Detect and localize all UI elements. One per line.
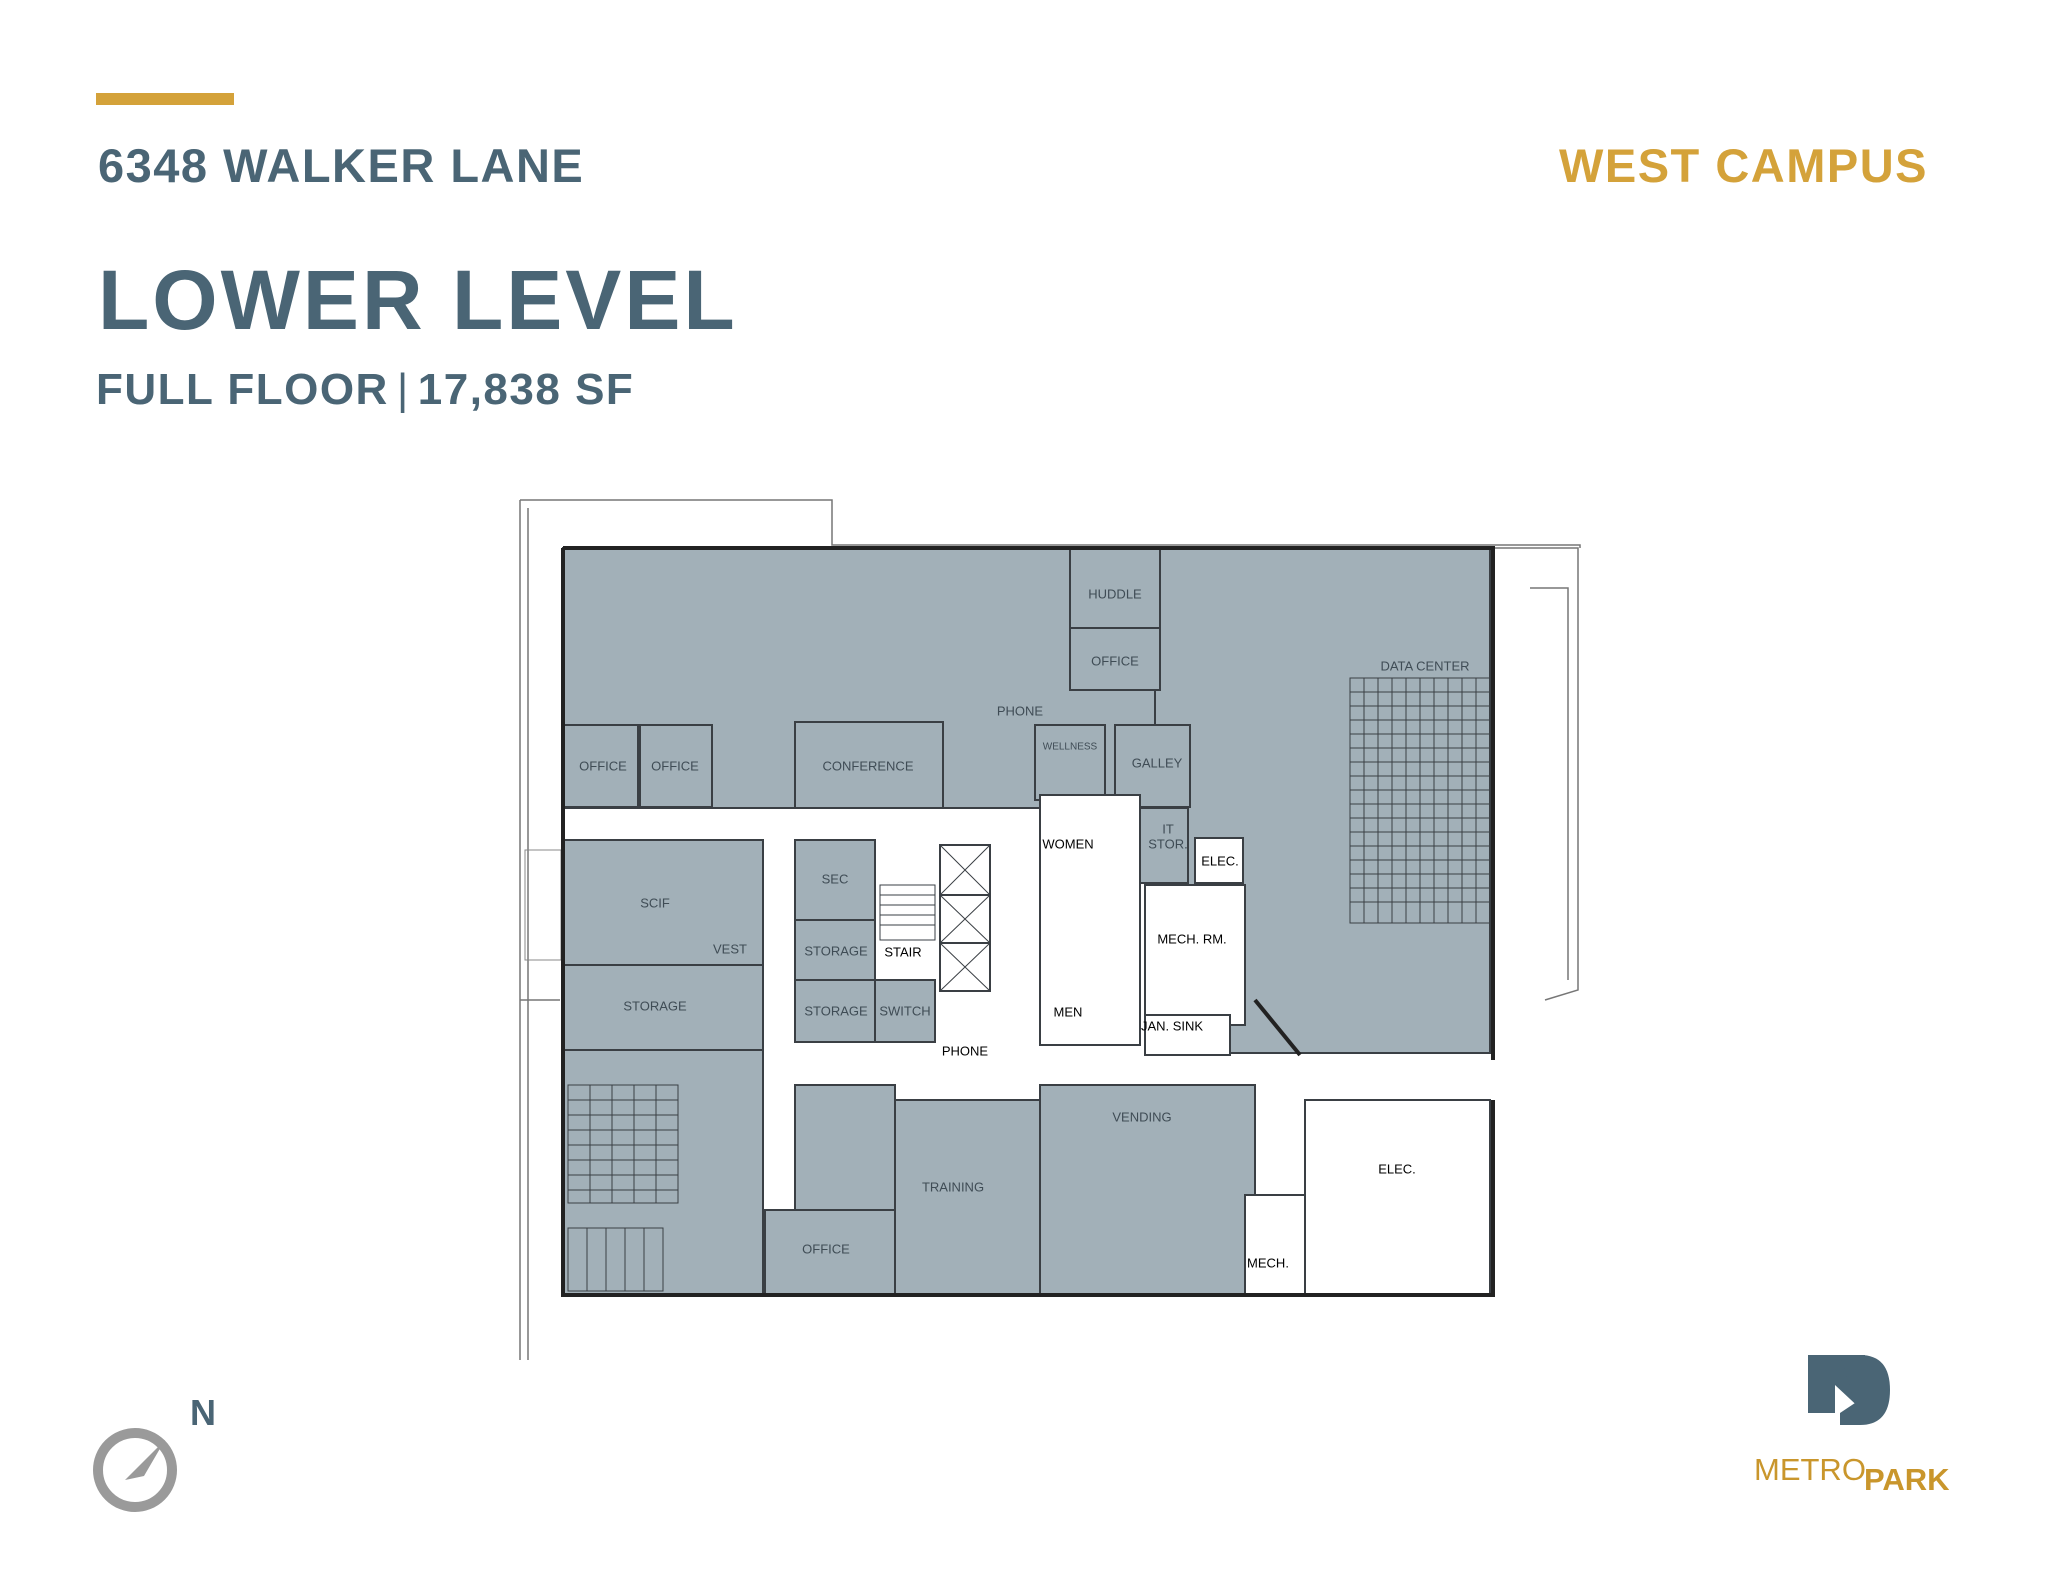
label-sec: SEC	[822, 871, 849, 886]
room-wellness	[1034, 724, 1106, 801]
room-huddle	[1069, 547, 1161, 629]
property-address: 6348 WALKER LANE	[98, 139, 585, 192]
metro-park-mark-icon	[1808, 1355, 1890, 1425]
label-men: MEN	[1054, 1004, 1083, 1019]
label-stair: STAIR	[884, 944, 921, 959]
label-vending: VENDING	[1112, 1109, 1171, 1124]
label-mech-rm: MECH. RM.	[1157, 931, 1226, 946]
label-office-south: OFFICE	[802, 1241, 850, 1256]
room-white-spaces	[1039, 794, 1491, 1296]
room-office-2	[639, 724, 713, 808]
label-storage-big: STORAGE	[623, 998, 687, 1013]
label-phone-north: PHONE	[997, 703, 1044, 718]
logo-text-metro: METRO	[1754, 1452, 1866, 1487]
floor-subtitle: FULL FLOOR|17,838 SF	[96, 364, 634, 416]
metro-park-logo: METRO PARK	[1754, 1355, 1950, 1497]
label-wellness: WELLNESS	[1043, 742, 1098, 753]
room-scif	[562, 839, 764, 966]
label-office-1: OFFICE	[579, 758, 627, 773]
room-office-north	[1069, 627, 1161, 691]
label-jan-sink: JAN. SINK	[1141, 1018, 1203, 1033]
label-elec-small: ELEC.	[1201, 853, 1239, 868]
label-scif: SCIF	[640, 895, 670, 910]
label-it-stor-2: STOR.	[1148, 836, 1188, 851]
label-galley: GALLEY	[1132, 755, 1183, 770]
label-it-stor-1: IT	[1162, 821, 1174, 836]
label-huddle: HUDDLE	[1088, 586, 1142, 601]
campus-name: WEST CAMPUS	[1559, 139, 1928, 192]
floor-type: FULL FLOOR	[96, 365, 389, 414]
label-switch: SWITCH	[879, 1003, 930, 1018]
room-storage-2	[794, 979, 876, 1043]
room-elec-large	[1304, 1099, 1491, 1296]
elevator-core	[939, 844, 991, 992]
room-small-south	[794, 1084, 896, 1211]
floor-level-title: LOWER LEVEL	[98, 253, 738, 347]
room-it-stor	[1139, 807, 1189, 884]
label-conference: CONFERENCE	[822, 758, 913, 773]
label-data-center: DATA CENTER	[1380, 658, 1469, 673]
room-conference	[794, 721, 944, 809]
compass-icon: N	[93, 1400, 216, 1512]
north-stair-exterior	[524, 849, 562, 961]
room-storage-big	[562, 964, 764, 1051]
restroom-core	[1039, 794, 1141, 1046]
building-outline	[519, 499, 1581, 1360]
room-elec-small	[1194, 837, 1244, 884]
exterior-walls	[561, 546, 1495, 1297]
label-women: WOMEN	[1042, 836, 1093, 851]
room-switch	[874, 979, 936, 1043]
compass-north-label: N	[190, 1400, 216, 1433]
label-storage-1: STORAGE	[804, 943, 868, 958]
room-storage-1	[794, 919, 876, 981]
stair-core	[879, 884, 936, 941]
label-training: TRAINING	[922, 1179, 984, 1194]
room-jan-sink	[1144, 1014, 1231, 1056]
floor-area: 17,838 SF	[417, 365, 635, 414]
room-mech-rm	[1144, 884, 1246, 1026]
label-phone-south: PHONE	[942, 1043, 989, 1058]
room-vending	[1039, 1084, 1256, 1296]
label-mech: MECH.	[1247, 1255, 1289, 1270]
label-elec-large: ELEC.	[1378, 1161, 1416, 1176]
subtitle-separator: |	[396, 365, 410, 414]
room-mech	[1244, 1194, 1306, 1296]
accent-bar	[96, 93, 234, 105]
storage-rack-grid	[567, 1084, 679, 1292]
room-galley	[1114, 724, 1191, 808]
room-training	[894, 1099, 1041, 1296]
label-office-2: OFFICE	[651, 758, 699, 773]
logo-text-park: PARK	[1864, 1462, 1950, 1497]
label-vest: VEST	[713, 941, 747, 956]
room-labels: HUDDLE OFFICE PHONE DATA CENTER WELLNESS…	[579, 586, 1469, 1270]
label-office-north: OFFICE	[1091, 653, 1139, 668]
label-storage-2: STORAGE	[804, 1003, 868, 1018]
